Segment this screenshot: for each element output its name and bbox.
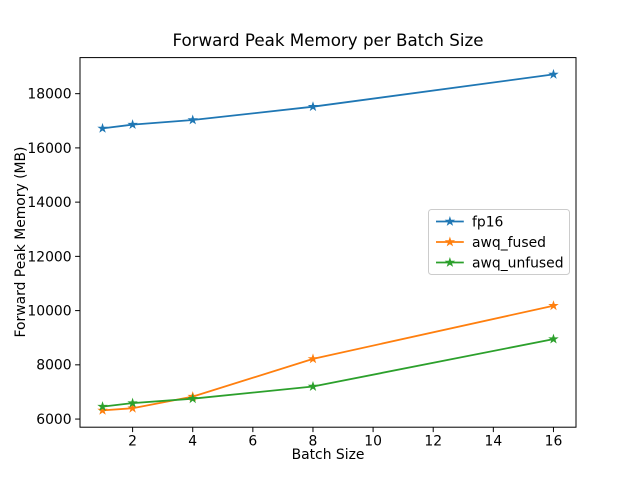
data-point-marker-awq_unfused <box>307 381 319 391</box>
data-point-marker-awq_unfused <box>548 333 559 344</box>
legend-box <box>428 209 570 275</box>
x-tick-label: 8 <box>309 434 318 450</box>
y-tick-label: 18000 <box>27 87 71 103</box>
legend-marker-awq_fused <box>444 236 456 247</box>
data-point-marker-fp16 <box>548 68 559 79</box>
x-tick-label: 14 <box>484 434 502 450</box>
data-point-marker-fp16 <box>187 114 198 125</box>
data-point-marker-awq_fused <box>127 402 138 413</box>
x-tick-label: 12 <box>424 434 442 450</box>
data-point-marker-awq_fused <box>97 404 108 415</box>
plot-border <box>79 57 577 428</box>
legend-marker-awq_unfused <box>444 257 456 267</box>
data-point-marker-awq_unfused <box>97 401 108 411</box>
plot-area: 2 4 6 8 10 12 14 16 6000 8000 10000 12000 14000 16000… <box>27 57 577 450</box>
y-tick-label: 12000 <box>27 249 71 265</box>
x-tick-label: 4 <box>188 434 197 450</box>
x-tick-label: 10 <box>364 434 382 450</box>
series-line-fp16 <box>102 73 554 130</box>
y-tick-label: 10000 <box>27 303 71 319</box>
series-line-awq_unfused <box>102 338 554 408</box>
legend-label-awq_fused: awq_fused <box>472 235 546 251</box>
data-point-marker-awq_fused <box>307 353 319 364</box>
data-point-marker-fp16 <box>127 119 138 129</box>
y-tick-label: 16000 <box>27 141 71 157</box>
data-point-marker-awq_unfused <box>187 393 198 404</box>
data-point-marker-awq_unfused <box>127 397 138 408</box>
legend-label-fp16: fp16 <box>472 214 503 230</box>
series-line-awq_fused <box>102 304 554 412</box>
x-tick-label: 2 <box>128 434 137 450</box>
x-tick-label: 6 <box>248 434 257 450</box>
data-point-marker-fp16 <box>307 101 319 112</box>
y-axis-label: Forward Peak Memory (MB) <box>13 147 29 338</box>
y-tick-label: 8000 <box>36 358 71 374</box>
data-point-marker-awq_fused <box>548 300 559 311</box>
y-tick-label: 6000 <box>36 412 71 428</box>
legend-marker-fp16 <box>444 216 456 226</box>
chart-title: Forward Peak Memory per Batch Size <box>172 30 483 50</box>
x-tick-label: 16 <box>545 434 563 450</box>
legend-label-awq_unfused: awq_unfused <box>472 255 564 271</box>
data-point-marker-fp16 <box>97 122 108 133</box>
y-tick-label: 14000 <box>27 195 71 211</box>
x-axis-label: Batch Size <box>292 447 365 463</box>
